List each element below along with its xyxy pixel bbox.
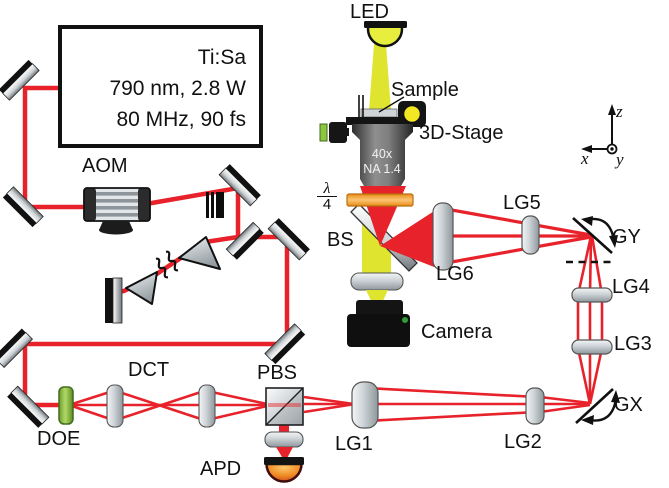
camera-label: Camera [421,321,493,343]
sample-pointer-line [378,96,405,113]
lg2-lens [525,387,545,425]
lg4-lens [571,287,613,303]
lg6-lens [432,202,454,271]
prism-small [125,271,158,305]
gx-mirror [575,388,614,424]
mirror-loop-left-upper [0,328,34,369]
apd-cap [264,457,304,465]
waveplate-label: λ 4 [317,181,337,212]
aom-label: AOM [82,155,128,177]
beam-aom-to-junction [145,185,241,238]
sample-label: Sample [391,79,459,101]
green-filter [319,123,328,142]
beam-doe-to-dct1 [68,389,114,422]
side-port [319,122,349,143]
prism-large [178,236,221,270]
aom-device [83,187,151,235]
beam-lg1-to-lg2 [365,386,538,423]
prism-compressor [105,236,221,324]
objective-na: NA 1.4 [363,162,401,176]
axis-x-label: x [581,149,589,168]
lg1-lens [351,381,379,429]
quarter-waveplate [346,193,414,207]
mirror-loop-right [264,323,306,365]
dct-label: DCT [128,359,170,381]
lg5-label: LG5 [503,192,541,214]
mirror-aom-pickoff [218,164,261,207]
red-fan-lg6-to-bs [380,206,442,270]
beam-lens-to-apd [276,447,293,462]
dct-lens-1 [106,384,124,428]
doe-element [58,386,74,425]
beam-dct2-to-pbs [206,389,268,422]
axis-z-label: z [616,102,623,121]
coordinate-axes [581,104,618,155]
camera-led-dot [402,317,408,323]
gy-mirror [572,217,613,254]
apd-label: APD [200,458,242,480]
tisa-spec-2: 80 MHz, 90 fs [116,108,246,131]
side-knob [329,122,347,143]
bs-label: BS [327,229,354,251]
gy-label: GY [612,226,641,248]
beam-lg2-to-gx [539,395,591,414]
pbs-cube [265,387,304,426]
led-lamp [360,5,410,48]
beam-dct-crossing [115,389,205,422]
lg4-label: LG4 [612,276,650,298]
objective: 40x NA 1.4 [352,124,413,186]
stage-bar [346,117,414,125]
mirror-down-fold [267,218,310,261]
mirror-top-left [0,59,40,101]
stage-label: 3D-Stage [419,122,504,144]
apd-detector [265,462,303,483]
beam-gx-to-lg3 [576,347,604,405]
dct-lens-2 [198,384,216,428]
camera-lens [350,272,404,291]
waveplate-lambda: λ [317,181,337,197]
axis-y-label: y [616,150,624,169]
mirror-compressor-fold [225,221,264,260]
mirror-loop-left-lower [7,385,50,428]
aom-foot [99,225,133,235]
gx-label: GX [614,394,643,416]
beam-break-squiggle [155,250,179,279]
objective-magnification: 40x [372,147,393,161]
camera-body [347,300,410,347]
pbs-label: PBS [257,362,298,384]
tisa-spec-1: 790 nm, 2.8 W [109,77,246,100]
lg3-label: LG3 [614,333,652,355]
tisa-title: Ti:Sa [197,46,246,69]
lg5-lens [521,215,540,255]
doe-label: DOE [37,428,81,450]
stage-knob [398,101,426,127]
lg1-label: LG1 [335,433,373,455]
waveplate-four: 4 [322,196,332,213]
galvo-y [572,216,618,254]
tisa-laser-box: Ti:Sa 790 nm, 2.8 W 80 MHz, 90 fs [58,25,263,148]
beam-gy-to-lg6 [445,207,592,265]
led-cap [364,21,407,28]
beam-tisa-to-aom [22,85,92,210]
retro-mirror [105,277,123,324]
lg6-label: LG6 [436,263,474,285]
yellow-beam-led-to-sample [369,44,391,111]
lg2-label: LG2 [504,431,542,453]
apd-lens [264,431,304,448]
mirror-left-lower [2,186,44,228]
led-label: LED [350,1,389,23]
beam-block-bars [206,192,224,218]
lg3-lens [571,339,613,355]
galvo-x [575,388,620,425]
beam-lg3-to-lg4 [576,296,604,346]
beam-lg4-to-gy [576,235,604,296]
